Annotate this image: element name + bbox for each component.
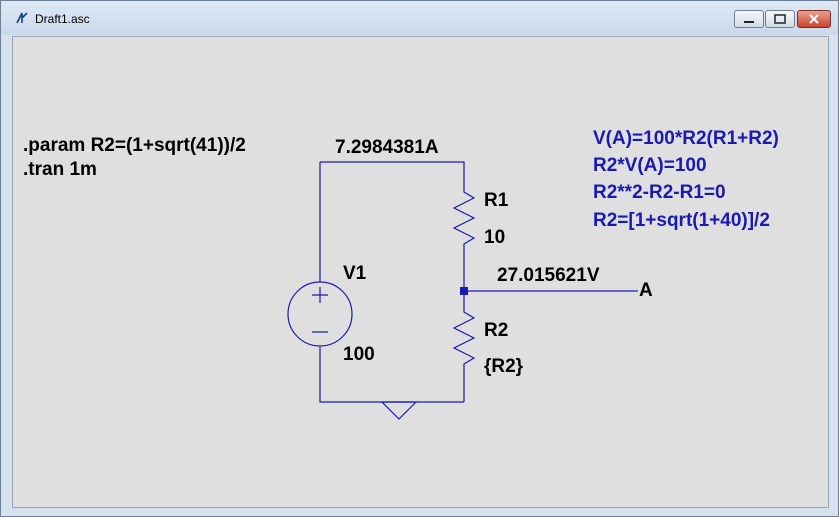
note-line-2[interactable]: R2*V(A)=100 <box>593 155 707 176</box>
restore-button[interactable] <box>765 10 795 28</box>
note-line-1[interactable]: V(A)=100*R2(R1+R2) <box>593 128 779 149</box>
v1-value-label[interactable]: 100 <box>343 344 375 365</box>
v1-name-label[interactable]: V1 <box>343 263 367 284</box>
wire-top <box>320 161 465 184</box>
wire-bottom <box>319 347 464 403</box>
net-label-a[interactable]: A <box>639 280 653 301</box>
ground-icon <box>380 401 418 420</box>
plus-icon <box>312 287 328 303</box>
note-line-4[interactable]: R2=[1+sqrt(1+40)]/2 <box>593 210 770 231</box>
voltage-probe-readout: 27.015621V <box>497 265 600 286</box>
window-title: Draft1.asc <box>35 12 90 26</box>
node-junction[interactable] <box>460 287 468 295</box>
restore-icon <box>774 14 786 24</box>
ltspice-app-icon <box>16 12 28 24</box>
r2-value-label[interactable]: {R2} <box>484 356 524 377</box>
tran-directive[interactable]: .tran 1m <box>23 159 97 180</box>
r1-name-label[interactable]: R1 <box>484 190 509 211</box>
r2-name-label[interactable]: R2 <box>484 320 509 341</box>
close-icon <box>809 14 819 24</box>
schematic-canvas[interactable]: .param R2=(1+sqrt(41))/2 .tran 1m V(A)=1… <box>12 36 829 508</box>
param-directive[interactable]: .param R2=(1+sqrt(41))/2 <box>23 135 246 156</box>
title-bar[interactable]: Draft1.asc <box>1 1 838 35</box>
resistor-r1-icon <box>452 184 476 252</box>
r1-value-label[interactable]: 10 <box>484 227 506 248</box>
current-probe-readout: 7.2984381A <box>335 137 439 158</box>
schematic-drawing <box>287 161 638 420</box>
voltage-source-v1-icon <box>287 281 353 347</box>
minimize-button[interactable] <box>734 10 764 28</box>
minimize-icon <box>744 21 754 23</box>
note-line-3[interactable]: R2**2-R2-R1=0 <box>593 182 726 203</box>
close-button[interactable] <box>797 10 831 28</box>
resistor-r2-icon <box>452 291 476 402</box>
